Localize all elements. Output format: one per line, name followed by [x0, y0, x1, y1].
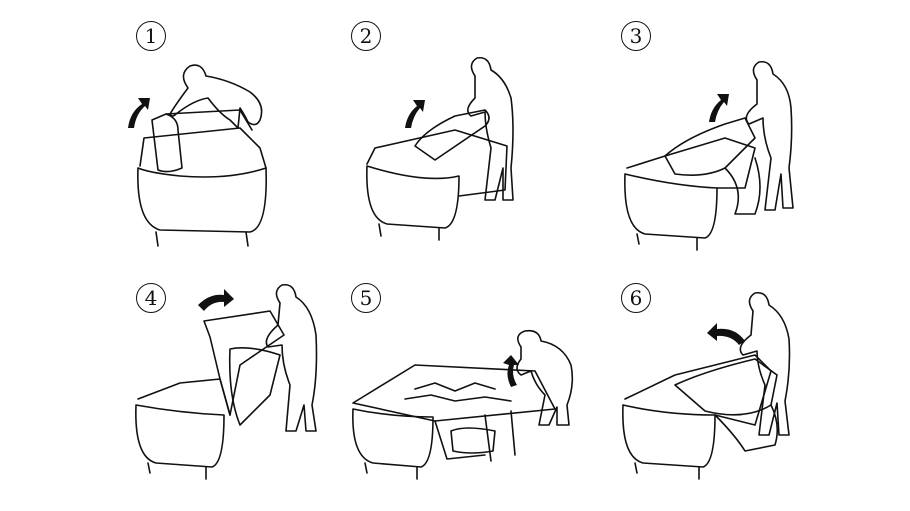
mattress-underside — [450, 427, 496, 454]
sofa-back-cushion — [151, 113, 183, 173]
step-6-arrow-left-icon — [707, 323, 745, 345]
sofa-body — [622, 404, 716, 468]
sofa-body — [366, 165, 460, 229]
step-3-number: 3 — [621, 21, 651, 51]
step-4-number: 4 — [136, 283, 166, 313]
step-1-panel: 1 — [120, 18, 350, 248]
bed-legs — [434, 410, 516, 462]
step-2-illustration — [366, 56, 514, 241]
step-6-illustration — [622, 291, 791, 480]
sofa-body — [137, 167, 267, 233]
sofa-frame — [626, 137, 756, 189]
step-6-number: 6 — [621, 283, 651, 313]
step-2-number: 2 — [351, 21, 381, 51]
step-4-panel: 4 — [120, 275, 350, 505]
sofa-body — [624, 173, 718, 239]
mattress-folding-back — [674, 358, 778, 416]
mattress-lower-fold — [714, 404, 779, 452]
sofa-seat — [139, 127, 267, 169]
bed-frame-upright — [203, 310, 285, 416]
step-6-panel: 6 — [605, 275, 835, 505]
step-4-arrow-right-icon — [198, 289, 234, 311]
step-5-illustration — [352, 329, 574, 480]
step-5-number: 5 — [351, 283, 381, 313]
person — [265, 283, 318, 432]
person — [169, 64, 263, 129]
step-5-panel: 5 — [335, 275, 574, 505]
person — [467, 56, 514, 201]
mattress-wrinkles — [404, 382, 512, 402]
step-3-panel: 3 — [605, 18, 835, 251]
step-2-arrow-up-icon — [405, 100, 425, 128]
step-2-panel: 2 — [335, 18, 565, 248]
step-4-illustration — [135, 283, 318, 480]
bed-mattress — [352, 364, 556, 422]
step-1-illustration — [128, 64, 267, 247]
mattress-hanging — [228, 347, 281, 426]
step-3-arrow-up-icon — [709, 94, 729, 122]
step-5-arrow-up-icon — [503, 355, 519, 387]
step-1-number: 1 — [136, 21, 166, 51]
person — [516, 329, 574, 426]
mattress-fold — [724, 157, 761, 215]
sofa-frame — [137, 378, 231, 416]
sofa-body — [135, 404, 225, 468]
person — [745, 60, 794, 211]
sofa-body — [352, 408, 434, 468]
bed-frame-unfolding — [664, 117, 756, 176]
step-1-arrow-up-icon — [128, 98, 150, 128]
sofa-frame — [624, 354, 772, 426]
person — [739, 291, 791, 436]
step-3-illustration — [624, 60, 794, 251]
sofa-back-cushion-lifting — [414, 109, 490, 161]
